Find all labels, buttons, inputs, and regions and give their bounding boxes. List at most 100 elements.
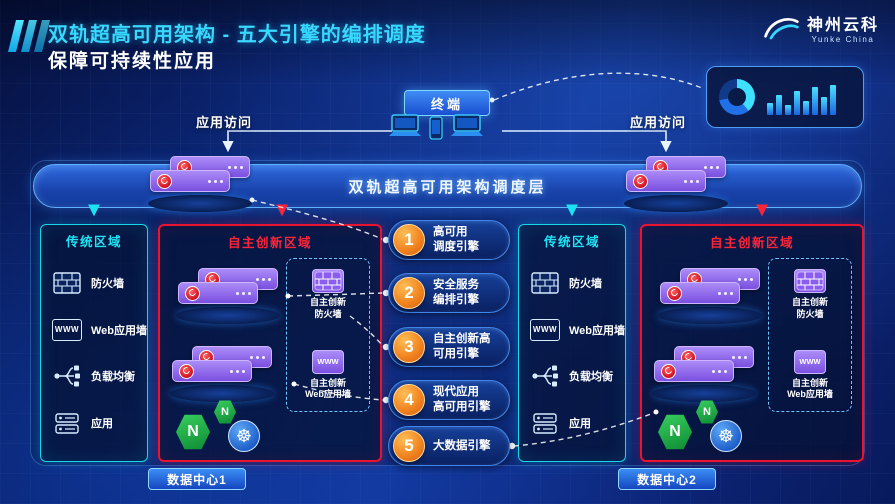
phone-icon (429, 116, 443, 145)
zone-item-waf: WWW Web应用墙 (529, 315, 625, 345)
innovation-waf-icon: WWW (312, 349, 344, 374)
engine-label: 高可用 调度引擎 (433, 226, 479, 253)
platform-ellipse (624, 195, 728, 212)
yunke-badge-icon (661, 363, 676, 379)
logo-text-en: Yunke China (811, 35, 875, 45)
server-icon (654, 360, 734, 382)
scheduler-layer-label: 双轨超高可用架构调度层 (348, 178, 547, 196)
zone-item-firewall: 防火墙 (529, 268, 621, 298)
zone-title: 自主创新区域 (227, 236, 312, 250)
cloud-native-icons: N N ☸ (174, 400, 284, 454)
innovation-firewall-icon (311, 269, 344, 293)
zone-item-waf: WWW Web应用墙 (51, 315, 147, 345)
zone-item-label: 防火墙 (91, 277, 124, 290)
gauge-donut-icon (719, 79, 755, 115)
title-accent-bars-icon (8, 20, 50, 52)
engine-label: 自主创新高 可用引擎 (433, 333, 491, 360)
laptop-icon (386, 114, 424, 145)
nginx-icon-small: N (696, 400, 718, 424)
firewall-icon (529, 268, 561, 298)
zone-title: 传统区域 (65, 235, 122, 249)
innovation-firewall: 自主创新 防火墙 (792, 269, 828, 320)
platform-ellipse (176, 307, 280, 324)
server-icon (150, 170, 230, 192)
monitoring-panel (706, 66, 864, 128)
load-balancer-icon (529, 361, 561, 391)
zone-innovation-dc2: 自主创新区域 自主创新 防火墙 WWW 自主创新 Web应用墙 N (640, 224, 864, 462)
zone-item-label: 应用 (569, 418, 591, 431)
engine-number: 2 (393, 277, 425, 309)
laptop-icon (448, 114, 486, 145)
yunke-badge-icon (667, 285, 682, 301)
zone-item-label: Web应用墙 (91, 324, 148, 337)
bar-chart-icon (767, 79, 836, 115)
server-icon (178, 282, 258, 304)
zone-item-load-balancer: 负载均衡 (51, 361, 143, 391)
app-icon (51, 408, 83, 438)
platform-ellipse (170, 385, 274, 402)
zone-item-app: 应用 (529, 408, 621, 438)
zone-item-app: 应用 (51, 408, 143, 438)
datacenter-2-label: 数据中心2 (618, 468, 716, 490)
innovation-appliance-box: 自主创新 防火墙 WWW 自主创新 Web应用墙 (286, 258, 370, 412)
innovation-waf: WWW 自主创新 Web应用墙 (305, 349, 351, 401)
nginx-icon-small: N (214, 400, 236, 424)
platform-ellipse (148, 195, 252, 212)
zone-item-label: 负载均衡 (91, 371, 135, 384)
server-cluster (650, 346, 758, 402)
engine-label: 现代应用 高可用引擎 (433, 386, 491, 413)
zone-innovation-dc1: 自主创新区域 自主创新 防火墙 WWW 自主创新 Web应用墙 N (158, 224, 382, 462)
innovation-waf: WWW 自主创新 Web应用墙 (787, 349, 833, 401)
waf-icon: WWW (51, 315, 83, 345)
innovation-appliance-box: 自主创新 防火墙 WWW 自主创新 Web应用墙 (768, 258, 852, 412)
waf-icon: WWW (529, 315, 561, 345)
app-access-label-right: 应用访问 (630, 115, 687, 130)
zone-title: 传统区域 (543, 235, 600, 249)
load-balancer-icon (51, 361, 83, 391)
server-cluster (168, 346, 276, 402)
yunke-badge-icon (185, 285, 200, 301)
logo-text-cn: 神州云科 (806, 16, 879, 34)
engine-pill-innovation-ha: 3 自主创新高 可用引擎 (388, 327, 510, 367)
yunke-badge-icon (633, 173, 648, 189)
engine-pill-ha-scheduling: 1 高可用 调度引擎 (388, 220, 510, 260)
engine-pill-security-orchestration: 2 安全服务 编排引擎 (388, 273, 510, 313)
zone-item-label: 防火墙 (569, 277, 602, 290)
page-title: 双轨超高可用架构 - 五大引擎的编排调度 (48, 24, 426, 46)
datacenter-1-label: 数据中心1 (148, 468, 246, 490)
terminal-box: 终端 (404, 90, 490, 116)
zone-item-label: 应用 (91, 418, 113, 431)
innovation-waf-label: 自主创新 Web应用墙 (787, 377, 833, 400)
yunke-badge-icon (157, 173, 172, 189)
zone-item-label: 负载均衡 (569, 371, 613, 384)
page-subtitle: 保障可持续性应用 (48, 51, 217, 72)
innovation-waf-label: 自主创新 Web应用墙 (305, 377, 351, 400)
app-access-label-left: 应用访问 (196, 115, 253, 130)
engine-pill-modern-app-ha: 4 现代应用 高可用引擎 (388, 380, 510, 420)
engine-number: 4 (393, 384, 425, 416)
innovation-firewall-label: 自主创新 防火墙 (791, 297, 828, 319)
nginx-icon: N (658, 414, 692, 450)
engine-number: 5 (393, 430, 425, 462)
cloud-native-icons: N N ☸ (656, 400, 766, 454)
innovation-firewall: 自主创新 防火墙 (310, 269, 346, 320)
zone-item-load-balancer: 负载均衡 (529, 361, 621, 391)
nginx-icon: N (176, 414, 210, 450)
server-icon (626, 170, 706, 192)
innovation-waf-icon: WWW (794, 349, 826, 374)
engine-label: 大数据引擎 (433, 439, 491, 452)
engine-number: 3 (393, 331, 425, 363)
engine-label: 安全服务 编排引擎 (433, 279, 479, 306)
zone-title: 自主创新区域 (709, 236, 794, 250)
kubernetes-icon: ☸ (710, 420, 742, 452)
platform-ellipse (658, 307, 762, 324)
innovation-firewall-icon (793, 269, 826, 293)
brand-logo: 神州云科 Yunke China (761, 12, 879, 49)
zone-traditional-dc1: 传统区域 防火墙 WWW Web应用墙 负载均衡 (40, 224, 148, 462)
app-icon (529, 408, 561, 438)
server-cluster (174, 268, 282, 324)
platform-ellipse (652, 385, 756, 402)
zone-item-label: Web应用墙 (569, 324, 626, 337)
engine-number: 1 (393, 224, 425, 256)
